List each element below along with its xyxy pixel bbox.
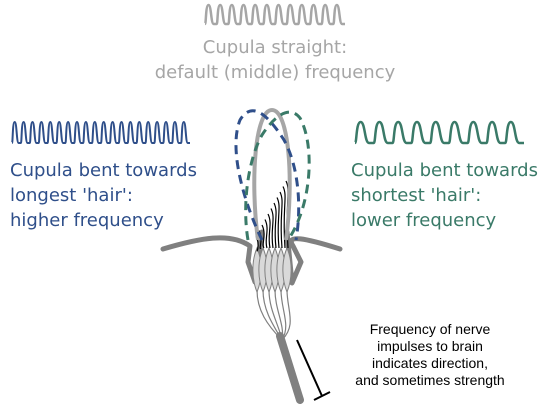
hair-cell — [282, 246, 292, 294]
label-line: Cupula straight: — [202, 37, 348, 58]
label-line: indicates direction, — [372, 355, 488, 371]
cupula-straight-outline — [252, 107, 292, 241]
label-line: lower frequency — [351, 210, 497, 231]
stereocilium — [264, 219, 268, 249]
nerve-fiber — [281, 289, 291, 341]
nerve-fibers — [256, 289, 291, 341]
waveform-middle-frequency — [203, 3, 345, 26]
waveform-higher-frequency — [11, 120, 190, 144]
label-line: and sometimes strength — [355, 372, 505, 388]
stereocilia-hairs — [255, 180, 289, 252]
label-line: impulses to brain — [377, 338, 483, 354]
stereocilium — [261, 224, 265, 249]
label-cupula-straight: Cupula straight: default (middle) freque… — [150, 35, 400, 85]
label-line: longest 'hair': — [10, 185, 133, 206]
label-line: higher frequency — [10, 210, 164, 231]
label-line: Cupula bent towards — [351, 160, 538, 181]
hair-cells — [252, 246, 292, 294]
waveform-lower-frequency — [353, 120, 524, 145]
label-cupula-bent-shortest: Cupula bent towards shortest 'hair': low… — [351, 158, 538, 233]
label-line: Frequency of nerve — [369, 321, 491, 337]
stereocilium — [270, 208, 274, 249]
stereocilium — [276, 197, 280, 249]
nerve-arrow — [296, 339, 331, 401]
label-line: shortest 'hair': — [351, 185, 482, 206]
stereocilium — [267, 213, 271, 249]
epithelium-surface — [160, 229, 343, 286]
cupula-bent-shortest-outline — [244, 110, 311, 241]
label-line: default (middle) frequency — [154, 62, 396, 83]
label-nerve-impulses: Frequency of nerve impulses to brain ind… — [335, 321, 525, 389]
label-line: Cupula bent towards — [10, 160, 197, 181]
stereocilium — [279, 191, 283, 249]
nerve-bundle — [276, 332, 304, 404]
stereocilium — [273, 202, 277, 249]
label-cupula-bent-longest: Cupula bent towards longest 'hair': high… — [10, 158, 197, 233]
